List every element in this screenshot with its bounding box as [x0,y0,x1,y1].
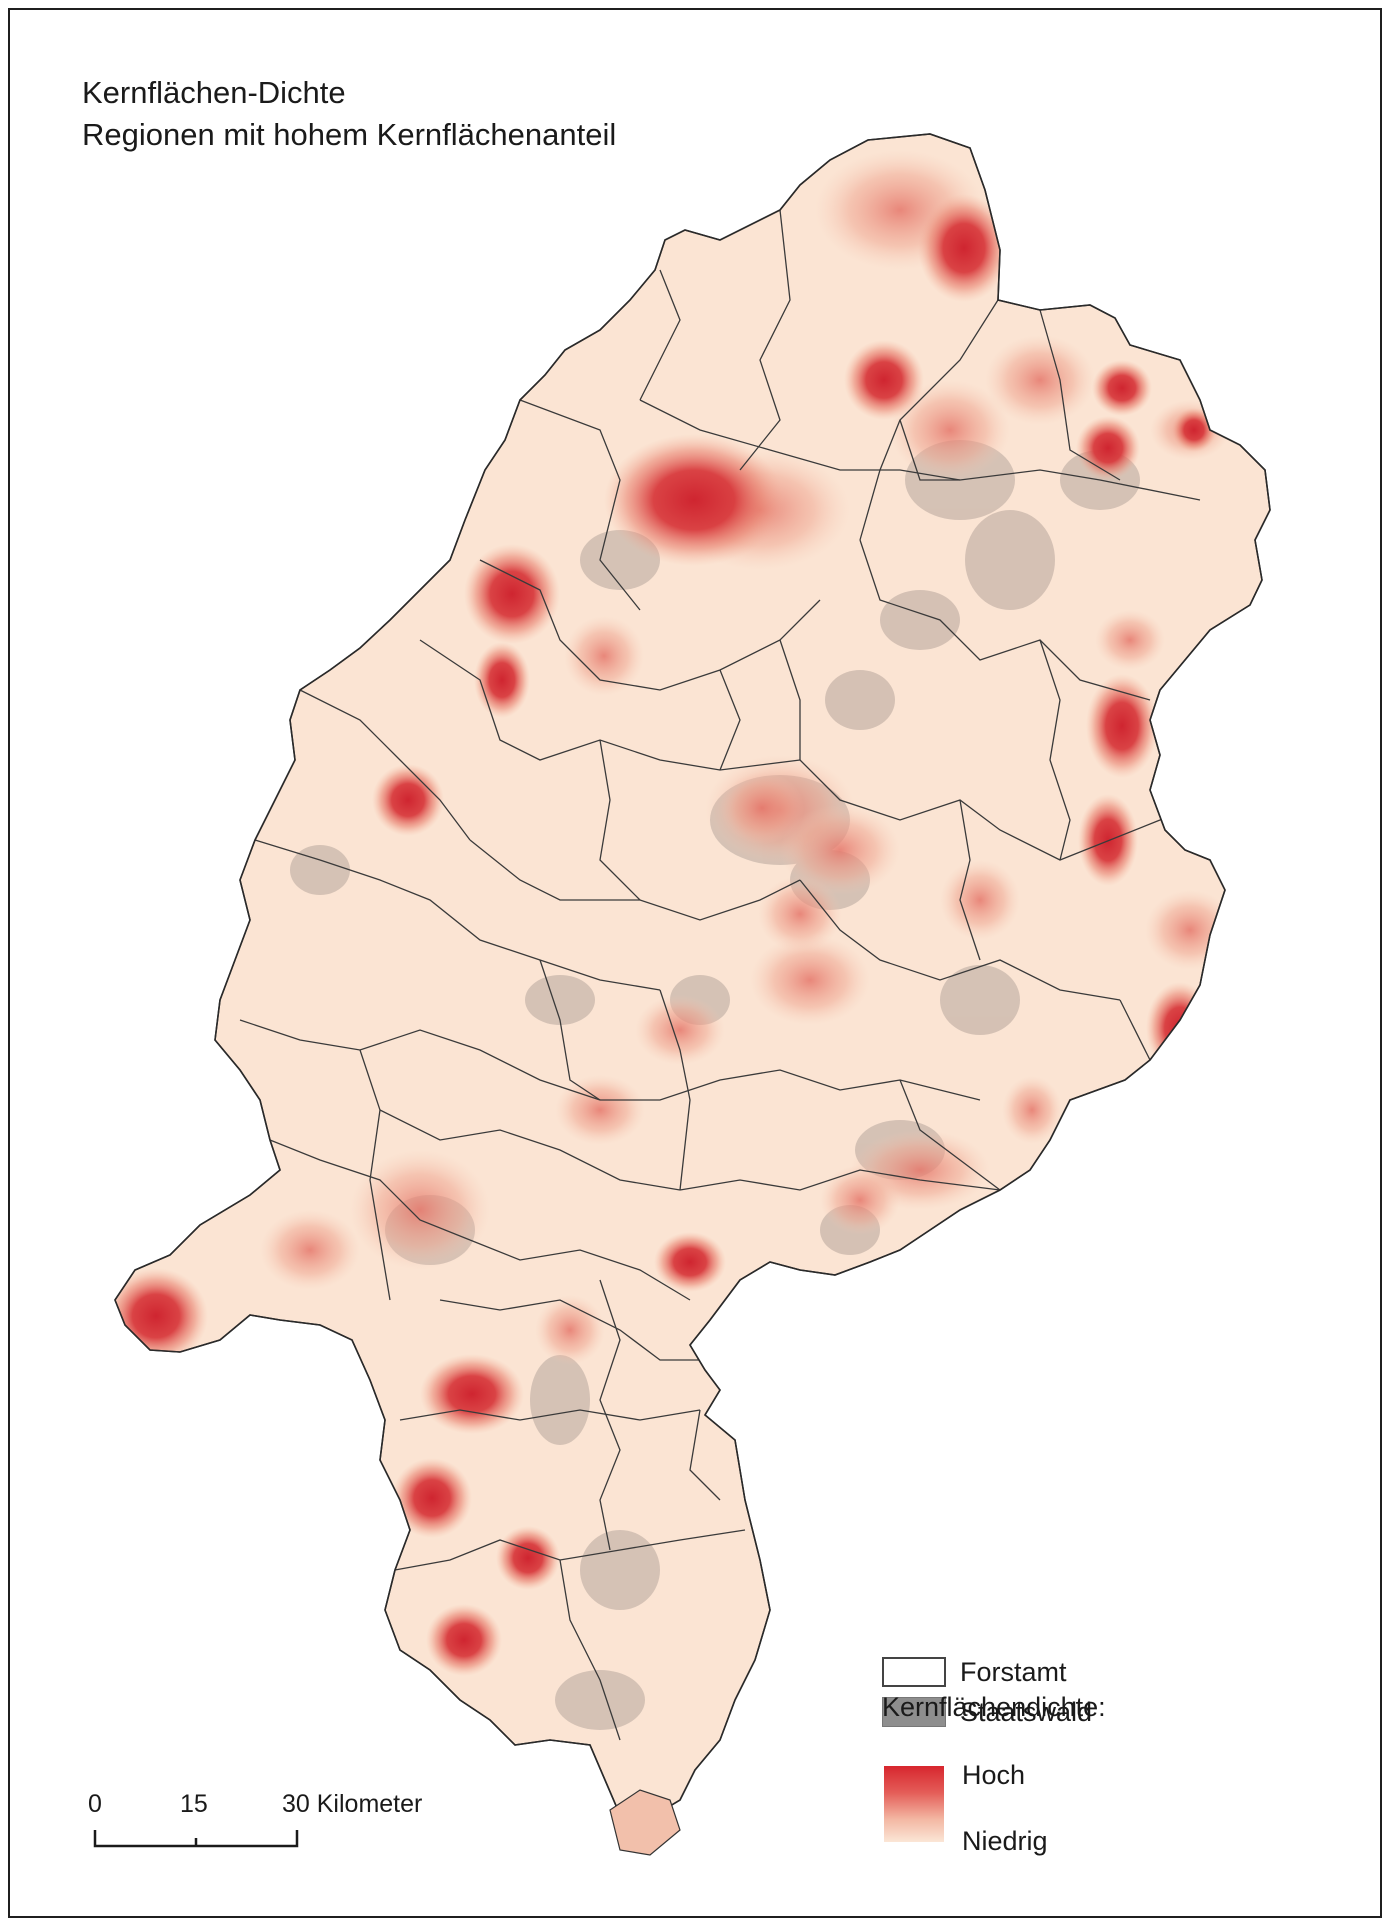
hotspot [1076,416,1140,480]
legend: Forstamt Staatswald [882,1652,1092,1732]
map-title-line2: Regionen mit hohem Kernflächenanteil [82,117,617,152]
hotspot [720,772,804,844]
map-title-line1: Kernflächen-Dichte [82,75,346,110]
hotspot [758,876,842,952]
legend-item-forstamt: Forstamt [882,1652,1092,1692]
legend-item-staatswald: Staatswald [882,1692,1092,1732]
hotspot [604,434,784,566]
forstamt-swatch [882,1657,946,1687]
hotspot [1078,794,1138,886]
hotspot [496,1526,560,1590]
hotspot [392,1458,472,1538]
scale-bar-line [93,1830,299,1848]
hotspot [420,1354,524,1434]
hotspot [426,1604,502,1676]
hotspot [372,764,444,836]
hotspot [1172,408,1216,452]
high-density-hotspots [115,194,1216,1676]
hotspot [564,616,644,696]
hotspot [464,544,560,644]
legend-label-staatswald: Staatswald [960,1696,1093,1727]
scale-tick-15: 15 [180,1790,208,1818]
forstamt-boundaries [239,209,1201,1741]
map-title: Kernflächen-Dichte Regionen mit hohem Ke… [82,72,616,156]
exclave-area [609,1789,681,1856]
density-layer [115,150,1235,1741]
hotspot [1086,674,1158,778]
hotspot [844,340,924,420]
hotspot [474,642,530,718]
hotspot [1002,1076,1062,1144]
scale-tick-30: 30 Kilometer [282,1790,423,1818]
legend-label-low: Niedrig [962,1826,1048,1856]
legend-label-high: Hoch [962,1760,1026,1790]
staatswald-swatch [882,1697,946,1727]
scale-tick-0: 0 [88,1790,102,1818]
density-color-ramp [884,1766,944,1842]
legend-label-forstamt: Forstamt [960,1656,1067,1687]
hotspot [1146,982,1214,1074]
hotspot [1092,360,1152,416]
hotspot [654,1232,726,1292]
legend-density-title: Kernflächendichte: [882,1692,1106,1722]
hotspot [918,194,1010,302]
